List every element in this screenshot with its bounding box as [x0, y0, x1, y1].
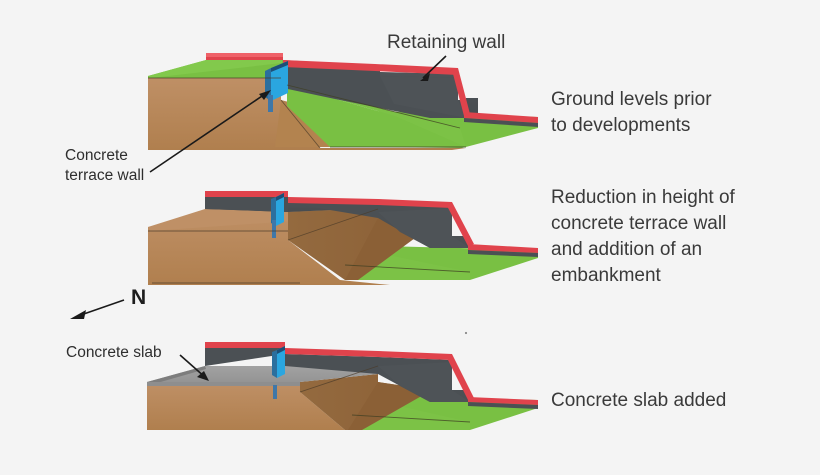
concrete-slab-leader-arrowhead — [197, 371, 209, 381]
panel-2-caption-line-2: concrete terrace wall — [551, 213, 726, 234]
panel-1-caption-line-1: Ground levels prior — [551, 89, 712, 110]
wall-cap-red-slope — [452, 68, 470, 116]
wall-cap-red-step1 — [283, 60, 375, 71]
p2-terrace-wall-side — [271, 197, 276, 226]
panel-2: Reduction in height of concrete terrace … — [148, 187, 736, 286]
terrace-wall-face — [271, 61, 288, 101]
retaining-wall-label: Retaining wall — [387, 32, 505, 53]
p2-cap-red-slope — [446, 202, 474, 246]
p3-cap-red-upper — [205, 342, 285, 348]
panel-2-caption-line-4: embankment — [551, 265, 662, 286]
p3-cap-red-step1 — [285, 348, 378, 357]
p2-retaining-wall-upper — [205, 197, 288, 212]
north-arrow-head — [70, 310, 86, 319]
p2-grass-hairline — [344, 264, 471, 273]
earth-slope-hairline — [280, 99, 321, 149]
grass-hairline-a — [286, 84, 461, 129]
p3-cap-red-slope — [446, 354, 474, 400]
p3-terrace-wall-side — [272, 350, 277, 378]
p3-retaining-wall-upper — [205, 348, 285, 366]
north-arrow: N — [70, 286, 146, 319]
retaining-wall-leader-arrowhead — [420, 73, 430, 81]
embankment-grass-face — [287, 85, 466, 147]
p3-embank-hairline — [299, 365, 379, 393]
p2-earth-block — [148, 209, 390, 285]
p3-grass-hairline — [351, 414, 471, 423]
concrete-slab-label: Concrete slab — [66, 344, 162, 361]
p2-cap-red-step2 — [378, 199, 452, 208]
p3-earth-block — [147, 382, 345, 430]
upper-grass-plateau-top — [148, 60, 282, 78]
p2-cap-red-step1 — [288, 197, 378, 205]
p2-terrace-wall-face — [276, 193, 284, 226]
concrete-terrace-wall-leader — [149, 91, 269, 173]
concrete-slab-front-lip — [147, 382, 300, 386]
retaining-wall-slope-face — [380, 76, 466, 118]
p2-embank-hairline — [287, 208, 379, 241]
north-arrow-shaft — [77, 299, 125, 317]
plateau-cap-red-top — [206, 53, 283, 57]
p2-terrace-wall-stem — [272, 220, 276, 238]
terrace-wall-stem — [268, 95, 273, 112]
p3-wall-underside-grey — [468, 402, 538, 409]
concrete-terrace-wall-label-line2: terrace wall — [65, 167, 144, 184]
p3-terrace-wall-face — [277, 346, 285, 378]
p3-terrace-wall-edge-dark — [277, 346, 285, 354]
panel-3-caption-line-1: Concrete slab added — [551, 390, 726, 411]
panel-2-caption-line-1: Reduction in height of — [551, 187, 736, 208]
retaining-wall-leader — [422, 55, 447, 79]
p2-cap-red-upper — [205, 191, 288, 197]
p3-cap-red-lower — [468, 397, 538, 405]
panel-1: Retaining wall Concrete terrace wall Gro… — [65, 32, 712, 184]
p2-retaining-wall-slope-face — [378, 208, 470, 248]
p2-wall-underside-grey — [468, 250, 538, 257]
terrace-wall-edge-dark — [271, 61, 288, 72]
concrete-slab-edge — [147, 366, 206, 385]
p3-embankment-dark-face — [348, 382, 432, 430]
wall-cap-red-step2 — [375, 64, 458, 75]
panel-1-caption-line-2: to developments — [551, 115, 690, 136]
p3-cap-red-step2 — [378, 351, 452, 360]
concrete-terrace-wall-label-line1: Concrete — [65, 147, 128, 164]
concrete-terrace-wall-leader-arrowhead — [259, 90, 271, 100]
wall-cap-red-lower — [464, 112, 538, 123]
stray-mark — [464, 331, 468, 335]
north-arrow-label: N — [131, 286, 146, 309]
panel-3: Concrete slab Concrete slab added — [66, 342, 726, 430]
p3-retaining-wall-slope-face — [378, 362, 470, 402]
panel-2-caption-line-3: and addition of an — [551, 239, 702, 260]
earth-block-upper — [148, 76, 466, 150]
wall-underside-grey — [464, 118, 538, 127]
p2-terrace-wall-edge-dark — [276, 193, 284, 201]
p3-terrace-wall-stem — [273, 385, 277, 399]
